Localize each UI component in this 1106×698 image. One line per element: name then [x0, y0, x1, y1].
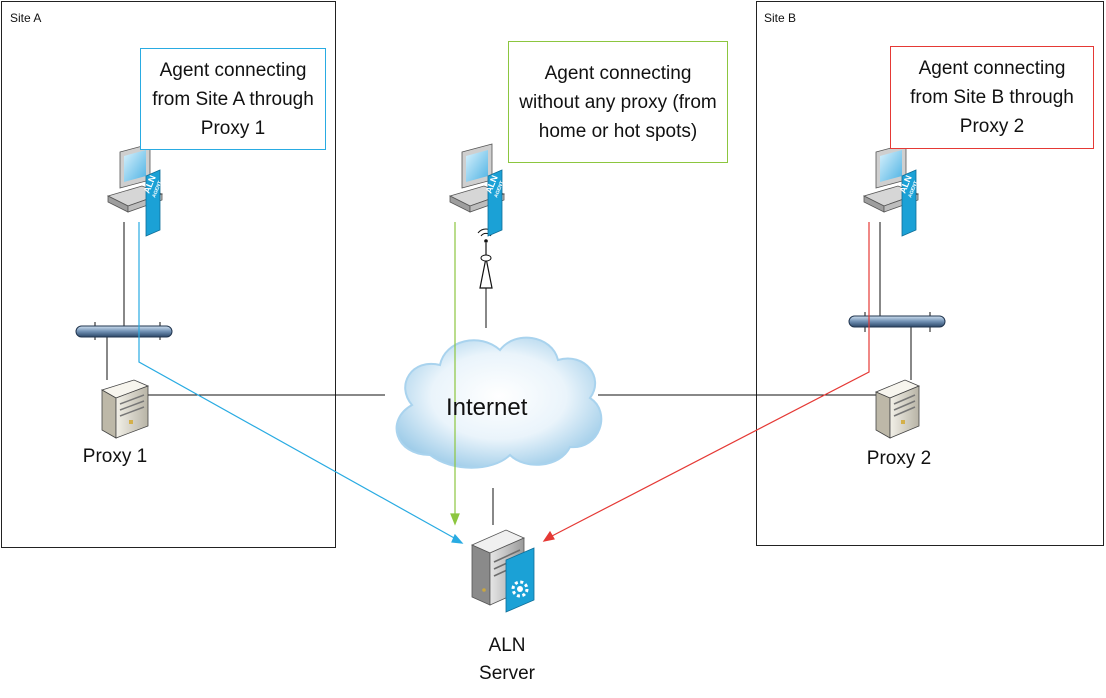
- proxy-1-server-icon: [101, 379, 150, 439]
- wireless-antenna-icon: [477, 228, 495, 289]
- site-b-switch-icon: [848, 315, 946, 328]
- aln-server-label: ALN Server: [479, 635, 535, 684]
- proxy-1-label: Proxy 1: [82, 446, 148, 467]
- network-wires: [94, 222, 931, 525]
- roaming-agent-workstation-icon: ALN AGENT: [448, 143, 505, 237]
- site-a-agent-workstation-icon: ALN AGENT: [106, 143, 163, 237]
- proxy-2-server-icon: [874, 379, 921, 439]
- no-proxy-path-arrowhead: [450, 513, 460, 526]
- site-b-agent-callout: Agent connecting from Site B through Pro…: [890, 46, 1094, 149]
- no-proxy-agent-callout: Agent connecting without any proxy (from…: [508, 41, 728, 163]
- proxy-2-label: Proxy 2: [866, 448, 932, 469]
- no-proxy-path: [450, 222, 460, 526]
- site-b-label: Site B: [764, 11, 797, 25]
- site-a-path-arrowhead: [451, 533, 464, 544]
- aln-server-badge-icon: [505, 547, 535, 613]
- site-b-agent-callout-text: Agent connecting from Site B through Pro…: [910, 58, 1074, 137]
- site-b-path-arrowhead: [542, 530, 555, 542]
- site-a-agent-callout: Agent connecting from Site A through Pro…: [140, 48, 326, 150]
- site-b-path: [542, 222, 870, 542]
- site-a-path: [138, 222, 464, 544]
- site-a-switch-icon: [75, 325, 173, 338]
- site-b-agent-workstation-icon: ALN AGENT: [862, 143, 919, 237]
- internet-label: Internet: [446, 394, 528, 421]
- no-proxy-agent-callout-text: Agent connecting without any proxy (from…: [519, 62, 717, 142]
- site-a-agent-callout-text: Agent connecting from Site A through Pro…: [152, 59, 314, 139]
- internet-cloud-icon: [395, 336, 603, 469]
- site-a-label: Site A: [10, 11, 42, 25]
